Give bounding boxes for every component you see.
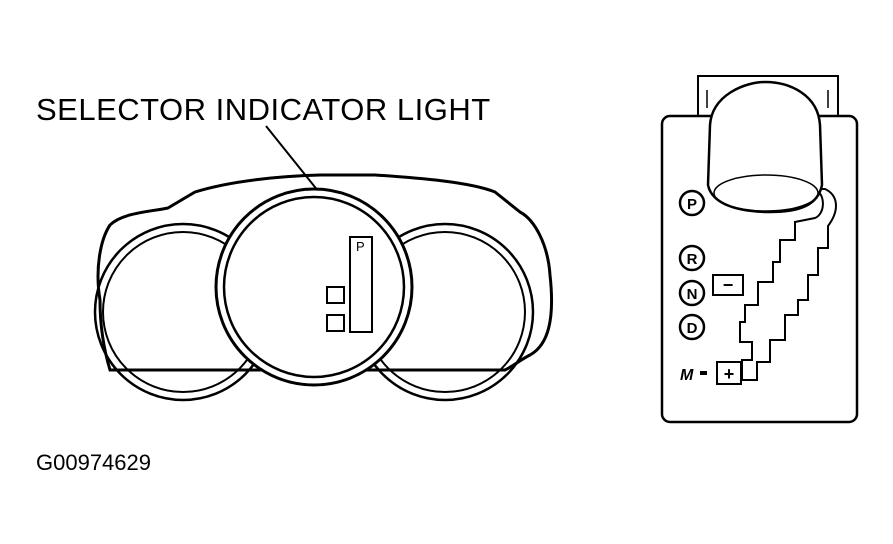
manual-plus-symbol: + — [724, 364, 735, 384]
shift-panel: P R N D − + M — [660, 75, 859, 424]
shift-knob — [706, 80, 824, 214]
position-d-indicator — [678, 313, 706, 341]
position-r-label: R — [687, 251, 698, 268]
position-n-indicator — [678, 279, 706, 307]
indicator-p-label: P — [356, 239, 365, 254]
manual-minus-symbol: − — [723, 275, 734, 295]
indicator-square-lower — [326, 314, 345, 332]
manual-minus-box — [712, 274, 744, 296]
position-p-indicator — [678, 189, 706, 217]
selector-indicator-light-label: SELECTOR INDICATOR LIGHT — [36, 92, 491, 127]
center-gauge-inner — [222, 195, 406, 379]
position-r-indicator — [678, 244, 706, 272]
selector-indicator-light — [349, 236, 373, 333]
manual-mode-pointer — [700, 371, 707, 375]
position-n-label: N — [687, 286, 698, 303]
position-d-label: D — [687, 320, 698, 337]
figure-id: G00974629 — [36, 450, 151, 475]
instrument-cluster: P — [93, 173, 554, 402]
manual-mode-label: M — [680, 367, 694, 384]
shift-knob-base — [713, 174, 819, 212]
position-p-label: P — [687, 196, 697, 213]
indicator-square-upper — [326, 286, 345, 304]
manual-plus-box — [716, 361, 742, 385]
